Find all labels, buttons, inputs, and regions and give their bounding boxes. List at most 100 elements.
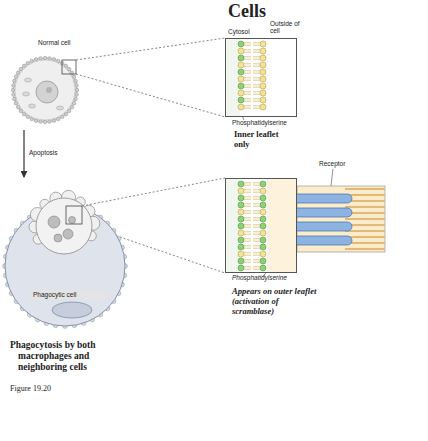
nuclear-fragment xyxy=(48,216,60,228)
receptor-symbol xyxy=(290,208,352,217)
phosphatidylserine-head xyxy=(238,83,244,89)
lipid-tail xyxy=(244,182,251,183)
lipid-head xyxy=(260,62,266,68)
lipid-tail xyxy=(253,224,260,225)
lipid-tail xyxy=(244,70,251,71)
microvillus xyxy=(67,67,70,70)
lipid-tail xyxy=(244,108,251,109)
phosphatidylserine-head xyxy=(238,244,244,250)
membrane-inset: PhosphatidylserineInner leaflet only xyxy=(225,38,297,117)
microvillus xyxy=(43,56,46,59)
lipid-bilayer xyxy=(238,181,266,271)
lipid-tail xyxy=(253,245,260,246)
lipid-tail xyxy=(253,266,260,267)
phosphatidylserine-head xyxy=(238,181,244,187)
receptor-membrane xyxy=(290,186,385,252)
lipid-tail xyxy=(244,94,251,95)
microvillus xyxy=(14,75,17,78)
microvillus xyxy=(12,84,15,87)
lipid-tail xyxy=(244,77,251,78)
node-shape xyxy=(226,39,296,116)
phosphatidylserine-head xyxy=(238,223,244,229)
zoom-line xyxy=(76,38,225,60)
microvillus xyxy=(22,112,25,115)
microvillus xyxy=(48,57,51,60)
zoom-region xyxy=(62,60,76,74)
microvillus xyxy=(22,64,25,67)
lipid-tail xyxy=(244,189,251,190)
membrane-stripe xyxy=(345,218,385,220)
lipid-head xyxy=(260,251,266,257)
lipid-tail xyxy=(253,199,260,200)
lipid-tail xyxy=(253,105,260,106)
microvillus xyxy=(74,97,77,100)
lipid-head xyxy=(260,41,266,47)
lipid-tail xyxy=(244,80,251,81)
membrane-inset: PhosphatidylserineAppears on outer leafl… xyxy=(225,178,297,273)
lipid-tail xyxy=(244,66,251,67)
node-shape xyxy=(0,182,130,332)
lipid-tail xyxy=(253,182,260,183)
phosphatidylserine-head xyxy=(260,223,266,229)
lipid-head xyxy=(260,97,266,103)
membrane-note: Appears on outer leaflet (activation of … xyxy=(232,286,318,316)
lipid-tail xyxy=(253,80,260,81)
lipid-tail xyxy=(244,63,251,64)
lipid-head xyxy=(238,209,244,215)
lipid-tail xyxy=(244,224,251,225)
microvillus xyxy=(11,88,14,91)
phosphatidylserine-head xyxy=(238,97,244,103)
microvillus xyxy=(75,88,78,91)
lipid-head xyxy=(260,188,266,194)
lipid-tail xyxy=(244,59,251,60)
lipid-tail xyxy=(244,206,251,207)
lipid-tail xyxy=(244,196,251,197)
lipid-tail xyxy=(253,259,260,260)
lipid-tail xyxy=(244,238,251,239)
nucleus xyxy=(52,302,92,318)
microvillus xyxy=(57,117,60,120)
lipid-tail xyxy=(253,252,260,253)
organelle xyxy=(23,92,30,96)
lipid-tail xyxy=(253,234,260,235)
cell-body xyxy=(13,58,77,122)
lipid-head xyxy=(260,69,266,75)
nucleus xyxy=(36,81,58,103)
phosphatidylserine-head xyxy=(260,202,266,208)
phagocytic-cell: Phagocytic cell xyxy=(0,182,130,332)
lipid-tail xyxy=(253,248,260,249)
lipid-tail xyxy=(253,210,260,211)
microvillus xyxy=(67,109,70,112)
lipid-tail xyxy=(244,199,251,200)
microvillus xyxy=(26,61,29,64)
lipid-tail xyxy=(253,192,260,193)
region-label: Cytosol xyxy=(228,28,268,35)
zoom-region xyxy=(66,206,82,224)
microvillus xyxy=(14,102,17,105)
lipid-tail xyxy=(253,59,260,60)
lipid-head xyxy=(260,48,266,54)
lipid-tail xyxy=(244,248,251,249)
phosphatidylserine-head xyxy=(260,216,266,222)
lipid-tail xyxy=(253,66,260,67)
phosphatidylserine-head xyxy=(238,265,244,271)
nuclear-fragment xyxy=(54,234,62,242)
cell-label: Normal cell xyxy=(38,39,82,46)
lipid-tail xyxy=(244,234,251,235)
lipid-tail xyxy=(244,84,251,85)
lipid-tail xyxy=(253,108,260,109)
nuclear-fragment xyxy=(63,229,73,239)
organelle xyxy=(25,78,32,82)
lipid-tail xyxy=(253,269,260,270)
lipid-tail xyxy=(244,49,251,50)
phosphatidylserine-head xyxy=(260,244,266,250)
phosphatidylserine-head xyxy=(260,265,266,271)
phosphatidylserine-head xyxy=(238,55,244,61)
microvillus xyxy=(64,64,67,67)
lipid-tail xyxy=(244,213,251,214)
phosphatidylserine-head xyxy=(260,195,266,201)
microvillus xyxy=(26,115,29,118)
lipid-head xyxy=(260,104,266,110)
membrane-note: Inner leaflet only xyxy=(234,129,288,149)
